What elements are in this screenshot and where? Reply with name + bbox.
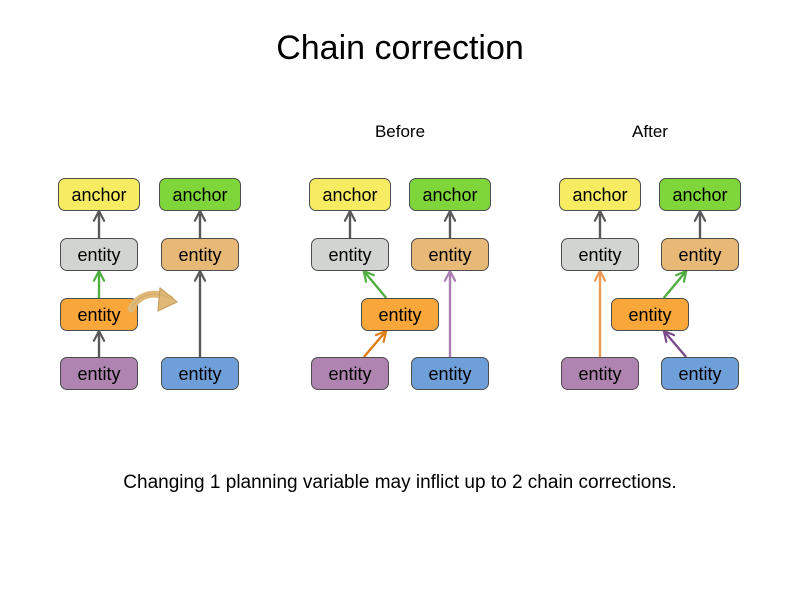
node-g3-entity-orange[interactable]: entity	[611, 298, 689, 331]
node-g2-entity-gray[interactable]: entity	[311, 238, 389, 271]
node-label: entity	[678, 363, 722, 384]
edge-g2-entity-tan-to-g2-anchor-right	[443, 209, 457, 238]
node-g3-anchor-right[interactable]: anchor	[659, 178, 741, 211]
node-label: entity	[378, 304, 422, 325]
node-g1-entity-purple[interactable]: entity	[60, 357, 138, 390]
node-label: anchor	[422, 184, 478, 205]
node-label: entity	[678, 244, 722, 265]
node-label: entity	[628, 304, 672, 325]
node-label: entity	[77, 244, 121, 265]
edge-g3-entity-orange-to-g3-entity-tan	[662, 269, 688, 299]
edge-g1-entity-orange-to-g1-entity-gray	[92, 269, 106, 298]
node-label: entity	[328, 363, 372, 384]
node-label: entity	[178, 363, 222, 384]
node-g1-entity-blue[interactable]: entity	[161, 357, 239, 390]
page-title: Chain correction	[276, 29, 524, 67]
node-g2-entity-orange[interactable]: entity	[361, 298, 439, 331]
group-label-before: Before	[374, 122, 426, 141]
node-label: anchor	[71, 184, 127, 205]
node-label: anchor	[572, 184, 628, 205]
node-g3-entity-gray[interactable]: entity	[561, 238, 639, 271]
node-g1-entity-tan[interactable]: entity	[161, 238, 239, 271]
node-g1-anchor-right[interactable]: anchor	[159, 178, 241, 211]
node-g2-entity-blue[interactable]: entity	[411, 357, 489, 390]
edge-g3-entity-purple-to-g3-entity-gray	[593, 269, 607, 357]
node-g1-anchor-left[interactable]: anchor	[58, 178, 140, 211]
edge-g3-entity-tan-to-g3-anchor-right	[693, 209, 707, 238]
node-label: entity	[578, 363, 622, 384]
edge-g1-entity-purple-to-g1-entity-orange	[92, 329, 106, 357]
edge-g2-entity-purple-to-g2-entity-orange	[362, 329, 388, 358]
node-label: entity	[77, 304, 121, 325]
node-g3-entity-tan[interactable]: entity	[661, 238, 739, 271]
node-g3-entity-purple[interactable]: entity	[561, 357, 639, 390]
edge-g1-entity-gray-to-g1-anchor-left	[92, 209, 106, 238]
edge-g1-entity-blue-to-g1-entity-tan	[193, 269, 207, 357]
node-label: entity	[328, 244, 372, 265]
node-label: entity	[77, 363, 121, 384]
node-label: entity	[428, 244, 472, 265]
node-g1-entity-orange[interactable]: entity	[60, 298, 138, 331]
node-label: entity	[178, 244, 222, 265]
node-g3-anchor-left[interactable]: anchor	[559, 178, 641, 211]
edge-g1-entity-tan-to-g1-anchor-right	[193, 209, 207, 238]
node-g3-entity-blue[interactable]: entity	[661, 357, 739, 390]
edge-g3-entity-gray-to-g3-anchor-left	[593, 209, 607, 238]
group-label-after: After	[632, 122, 668, 141]
node-label: entity	[578, 244, 622, 265]
edge-g2-entity-blue-to-g2-entity-tan	[443, 269, 457, 357]
node-g2-anchor-right[interactable]: anchor	[409, 178, 491, 211]
node-g1-entity-gray[interactable]: entity	[60, 238, 138, 271]
slide-caption: Changing 1 planning variable may inflict…	[123, 472, 677, 493]
node-g2-entity-tan[interactable]: entity	[411, 238, 489, 271]
node-label: entity	[428, 363, 472, 384]
edge-g2-entity-orange-to-g2-entity-gray	[362, 269, 388, 299]
node-g2-anchor-left[interactable]: anchor	[309, 178, 391, 211]
node-label: anchor	[172, 184, 228, 205]
edge-g3-entity-blue-to-g3-entity-orange	[662, 329, 688, 358]
edge-g2-entity-gray-to-g2-anchor-left	[343, 209, 357, 238]
node-label: anchor	[322, 184, 378, 205]
node-label: anchor	[672, 184, 728, 205]
node-g2-entity-purple[interactable]: entity	[311, 357, 389, 390]
